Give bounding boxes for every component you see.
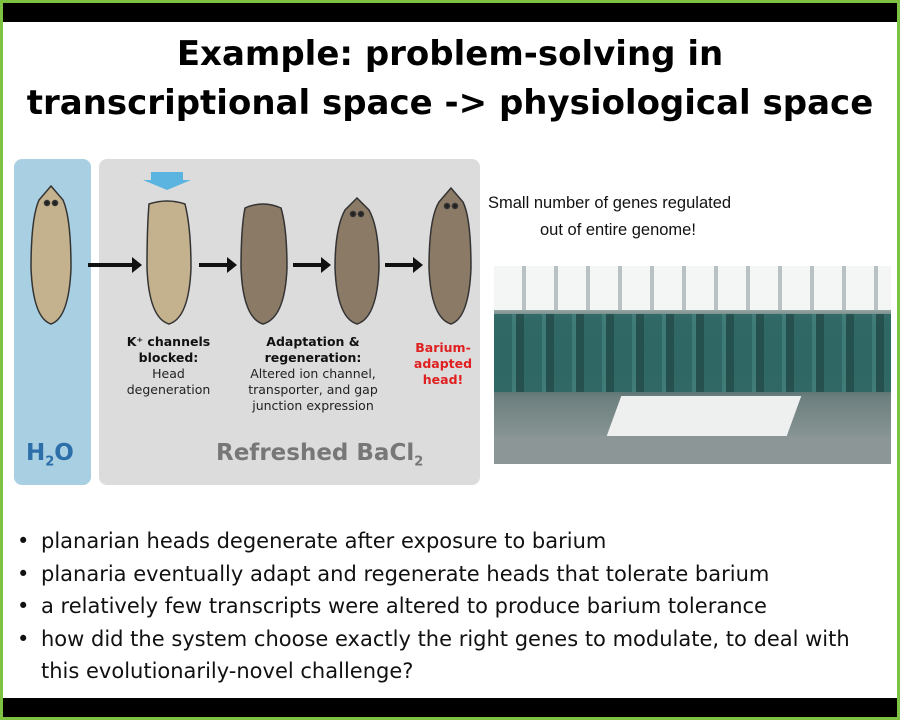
arrow-icon	[293, 257, 331, 273]
bullet-item: planaria eventually adapt and regenerate…	[17, 558, 887, 591]
genes-note: Small number of genes regulated out of e…	[488, 190, 778, 244]
bottom-letterbox	[3, 698, 897, 717]
step1-text: Head degeneration	[126, 366, 211, 397]
arrow-icon	[199, 257, 237, 273]
step2-text: Altered ion channel, transporter, and ga…	[248, 366, 378, 413]
worm-regenerating	[334, 196, 380, 325]
worm-adapted	[428, 186, 472, 325]
note-line-2: out of entire genome!	[540, 221, 696, 239]
step3-label: Barium-adapted head!	[413, 340, 473, 387]
slide: Example: problem-solving in transcriptio…	[3, 22, 897, 698]
bullet-list: planarian heads degenerate after exposur…	[17, 525, 887, 688]
step1-heading: K⁺ channels blocked:	[126, 334, 211, 365]
step2-label: Adaptation & regeneration: Altered ion c…	[243, 334, 383, 414]
title-line-1: Example: problem-solving in	[176, 34, 724, 74]
control-room-photo	[494, 266, 891, 464]
bullet-item: a relatively few transcripts were altere…	[17, 590, 887, 623]
step2-heading: Adaptation & regeneration:	[264, 334, 362, 365]
note-line-1: Small number of genes regulated	[488, 194, 732, 212]
planaria-illustration	[30, 172, 472, 325]
title-line-2: transcriptional space -> physiological s…	[26, 83, 874, 123]
slide-title: Example: problem-solving in transcriptio…	[3, 30, 897, 128]
bullet-item: how did the system choose exactly the ri…	[17, 623, 887, 688]
bullet-item: planarian heads degenerate after exposur…	[17, 525, 887, 558]
worm-normal	[30, 184, 72, 325]
worm-degenerated	[146, 200, 192, 325]
arrow-icon	[385, 257, 423, 273]
worm-headless	[240, 203, 288, 325]
h2o-label: H2O	[26, 440, 74, 470]
down-arrow-icon	[143, 172, 191, 190]
planaria-figure: K⁺ channels blocked: Head degeneration A…	[11, 158, 480, 486]
bacl-label: Refreshed BaCl2	[216, 440, 424, 470]
arrow-icon	[88, 257, 142, 273]
top-letterbox	[3, 3, 897, 22]
step1-label: K⁺ channels blocked: Head degeneration	[121, 334, 216, 398]
